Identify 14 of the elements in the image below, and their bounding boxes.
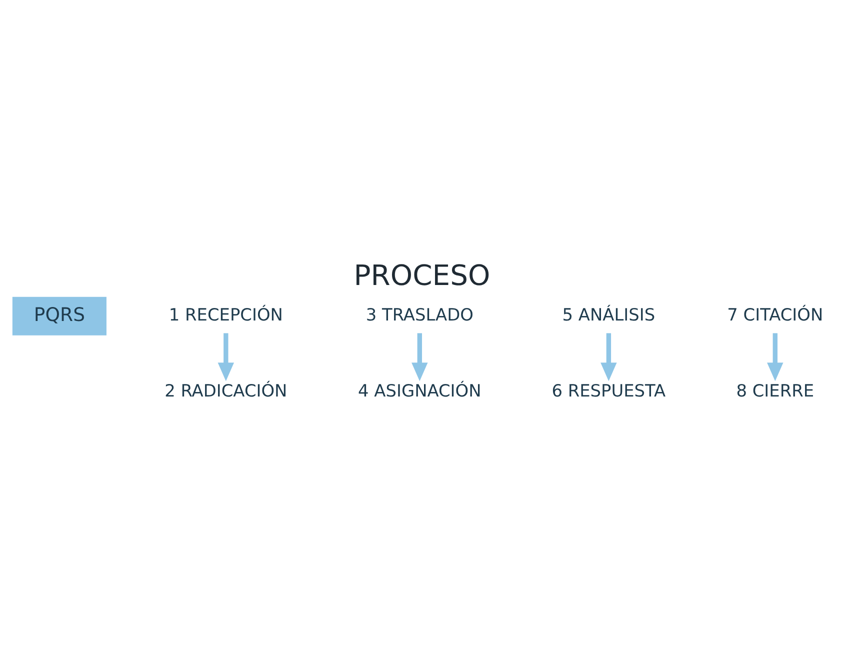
node-box: PQRS <box>12 296 106 336</box>
arrow <box>218 333 234 382</box>
node-text: 8 CIERRE <box>736 380 814 400</box>
arrow <box>412 333 428 382</box>
node-text: 6 RESPUESTA <box>552 380 666 400</box>
arrow <box>600 333 617 382</box>
node-text: 5 ANÁLISIS <box>562 304 656 324</box>
node-text: 2 RADICACIÓN <box>164 380 288 400</box>
diagram-title: PROCESO <box>354 259 490 292</box>
arrow <box>767 333 784 382</box>
node-text: 3 TRASLADO <box>366 304 474 324</box>
node-text: 7 CITACIÓN <box>727 304 824 324</box>
node-text: 1 RECEPCIÓN <box>168 304 283 324</box>
node-text: 4 ASIGNACIÓN <box>358 380 482 400</box>
